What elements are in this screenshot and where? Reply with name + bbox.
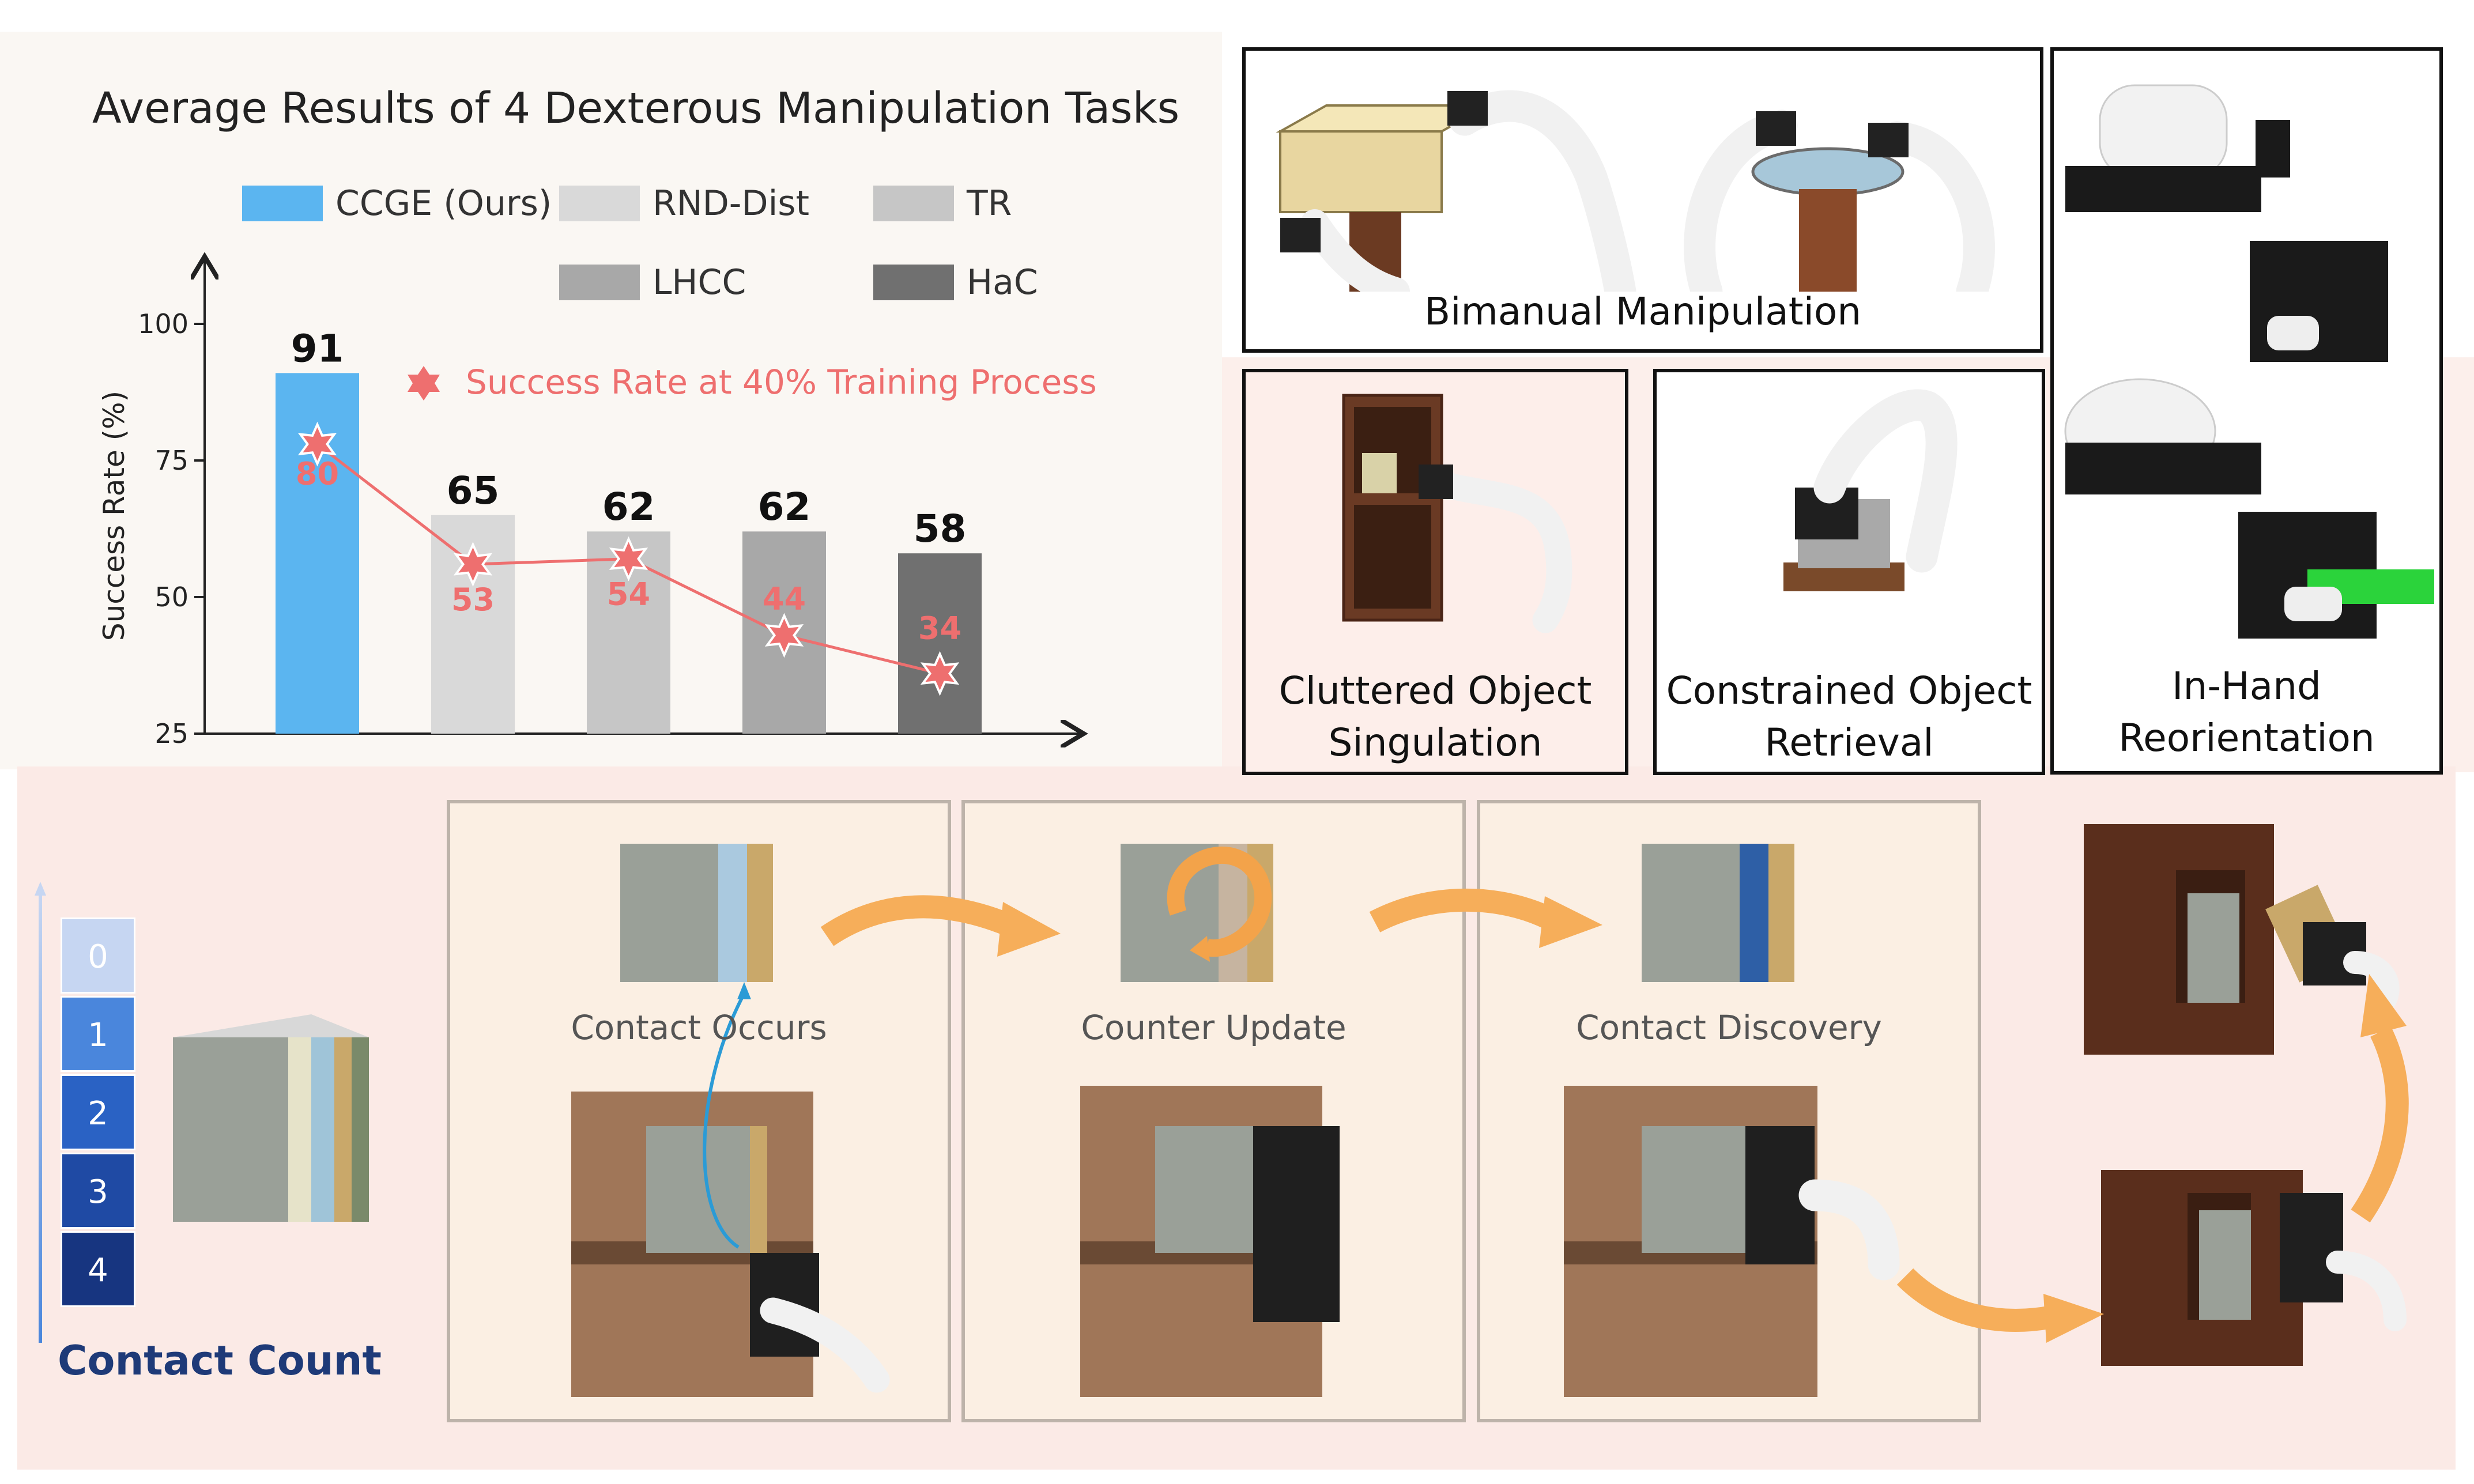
contact-count-cell-0: 0 xyxy=(61,917,135,994)
contact-count-title: Contact Count xyxy=(58,1337,382,1384)
contact-count-cell-2: 2 xyxy=(61,1074,135,1150)
bar-value-label: 91 xyxy=(291,326,344,371)
task-in-hand-reorientation: In-Hand Reorientation xyxy=(2050,47,2443,775)
overlay-value-label: 54 xyxy=(607,576,650,613)
contact-count-cell-4: 4 xyxy=(61,1231,135,1307)
overlay-value-label: 80 xyxy=(296,456,339,492)
step-label-contact-occurs: Contact Occurs xyxy=(571,1008,827,1047)
contact-count-scale: 0 1 2 3 4 xyxy=(61,917,135,1309)
arrow-result-up-head-icon xyxy=(2360,974,2407,1037)
arrow-step2-to-step3 xyxy=(1369,888,1556,932)
y-tick-label: 50 xyxy=(154,581,188,613)
step-label-counter-update: Counter Update xyxy=(1081,1008,1347,1047)
task-cluttered-object-singulation: Cluttered Object Singulation xyxy=(1242,369,1628,775)
contact-count-arrow xyxy=(35,882,46,1343)
overlay-value-label: 34 xyxy=(918,610,961,647)
contact-occurs-illustration xyxy=(571,844,890,1397)
step-frame-contact-discovery: Contact Discovery xyxy=(1477,800,1981,1422)
overlay-legend: Success Rate at 40% Training Process xyxy=(408,362,1097,402)
step-label-contact-discovery: Contact Discovery xyxy=(1576,1008,1882,1047)
contact-discovery-illustration xyxy=(1564,844,1900,1397)
legend-item-hac: HaC xyxy=(873,262,1038,303)
legend-item-lhcc: LHCC xyxy=(559,262,746,303)
bimanual-robot-illustration xyxy=(1276,90,1995,292)
arrow-step1-to-step2 xyxy=(820,895,1013,946)
task-label-constrained-line2: Retrieval xyxy=(1764,720,1934,765)
step-frame-contact-occurs: Contact Occurs xyxy=(447,800,951,1422)
task-bimanual-manipulation: Bimanual Manipulation xyxy=(1242,47,2043,353)
legend-item-tr: TR xyxy=(873,183,1012,224)
task-label-cluttered-line2: Singulation xyxy=(1328,720,1543,765)
task-label-bimanual: Bimanual Manipulation xyxy=(1424,289,1862,334)
cluttered-robot-illustration xyxy=(1342,394,1572,633)
bar-value-label: 62 xyxy=(758,485,811,529)
legend-swatch-lhcc xyxy=(559,265,640,300)
counter-update-illustration xyxy=(1080,844,1340,1397)
y-tick-label: 100 xyxy=(138,308,188,339)
legend-swatch-rnd-dist xyxy=(559,186,640,221)
y-tick-label: 75 xyxy=(154,445,188,476)
legend-swatch-ccge xyxy=(242,186,323,221)
arrow-step1-to-step2-head-icon xyxy=(997,902,1061,957)
y-axis-label: Success Rate (%) xyxy=(97,391,131,641)
overlay-star-icon xyxy=(609,536,648,581)
success-rate-chart: Success Rate (%) 25 50 75 100 91 65 62 62 58 80… xyxy=(97,0,1097,749)
legend-label-tr: TR xyxy=(967,183,1012,224)
legend-item-ccge: CCGE (Ours) xyxy=(242,183,552,224)
overlay-star-icon xyxy=(764,613,804,658)
task-label-in-hand-line2: Reorientation xyxy=(2118,716,2375,760)
chart-title: Average Results of 4 Dexterous Manipulat… xyxy=(92,84,1180,133)
y-tick-label: 25 xyxy=(154,718,188,749)
overlay-star-icon xyxy=(297,421,337,467)
overlay-value-label: 53 xyxy=(451,581,495,618)
bar-hac xyxy=(898,553,982,734)
overlay-star-icon xyxy=(453,542,493,587)
bar-value-label: 62 xyxy=(602,485,655,529)
step-frame-counter-update: Counter Update xyxy=(961,800,1466,1422)
arrow-step3-to-result xyxy=(1896,1268,2054,1332)
task-label-in-hand-line1: In-Hand xyxy=(2172,664,2321,708)
legend-swatch-hac xyxy=(873,265,954,300)
overlay-legend-star-icon xyxy=(408,366,440,401)
in-hand-robot-illustration xyxy=(2064,84,2434,639)
overlay-legend-label: Success Rate at 40% Training Process xyxy=(466,362,1097,402)
legend-label-hac: HaC xyxy=(967,262,1038,303)
arrow-step2-to-step3-head-icon xyxy=(1539,896,1602,948)
book-stack-illustration xyxy=(173,1014,369,1222)
legend-label-ccge: CCGE (Ours) xyxy=(335,183,552,224)
bar-value-label: 58 xyxy=(914,507,967,551)
task-label-constrained-line1: Constrained Object xyxy=(1666,669,2032,713)
contact-count-cell-3: 3 xyxy=(61,1153,135,1229)
overlay-value-label: 44 xyxy=(763,580,806,617)
bar-value-label: 65 xyxy=(447,469,500,513)
arrow-result-up xyxy=(2351,1026,2409,1223)
contact-count-cell-1: 1 xyxy=(61,996,135,1072)
constrained-robot-illustration xyxy=(1783,389,1958,591)
task-constrained-object-retrieval: Constrained Object Retrieval xyxy=(1653,369,2045,775)
legend-label-rnd-dist: RND-Dist xyxy=(653,183,810,224)
overlay-star-icon xyxy=(920,651,960,696)
task-label-cluttered-line1: Cluttered Object xyxy=(1279,669,1592,713)
legend-item-rnd-dist: RND-Dist xyxy=(559,183,809,224)
singulation-result-illustration xyxy=(2084,824,2407,1366)
arrow-step3-to-result-head-icon xyxy=(2043,1294,2104,1343)
legend-label-lhcc: LHCC xyxy=(653,262,746,303)
legend-swatch-tr xyxy=(873,186,954,221)
